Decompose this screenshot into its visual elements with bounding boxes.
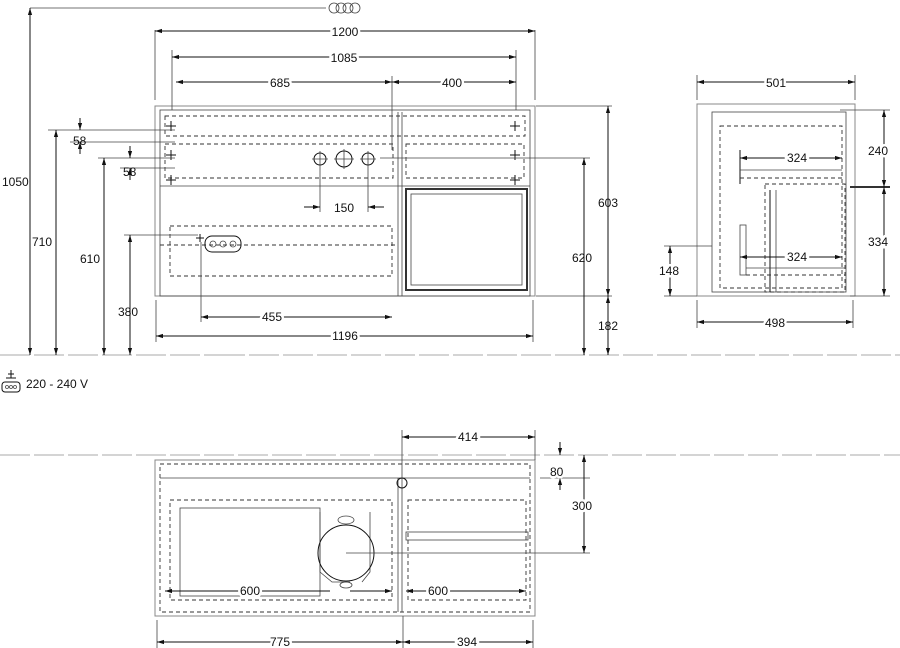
dim-324-bottom: 324 [787,250,807,264]
dim-455: 455 [262,310,282,324]
dim-685: 685 [270,76,290,90]
front-dimensions: 1200 1085 685 400 1050 710 58 610 58 [2,7,618,355]
dim-775: 775 [270,635,290,648]
dim-400: 400 [442,76,462,90]
plan-dimensions: 414 80 300 600 600 775 394 [156,428,595,648]
dim-324-top: 324 [787,151,807,165]
dim-150: 150 [334,201,354,215]
voltage-label: 220 - 240 V [26,377,88,391]
siphon-icon [317,512,375,589]
dim-1050: 1050 [2,175,29,189]
dim-300: 300 [572,499,592,513]
dim-58-top: 58 [73,134,87,148]
plug-icon [1,370,21,393]
dim-414: 414 [458,430,478,444]
front-right-drawer [405,188,528,291]
mounting-point-icon [166,121,520,185]
dim-80: 80 [550,465,564,479]
dim-1085: 1085 [331,51,358,65]
dim-240: 240 [868,144,888,158]
dim-603: 603 [598,196,618,210]
plan-view [154,459,536,617]
side-view [696,103,856,297]
dim-58-bottom: 58 [123,165,137,179]
dim-610: 610 [80,252,100,266]
power-socket-icon [196,234,242,253]
dim-148: 148 [659,264,679,278]
tap-connection-icon [312,149,376,169]
front-left-lower-drawer [169,225,393,277]
dim-600-right: 600 [428,584,448,598]
side-cabinet-outline [696,103,856,297]
dim-1200: 1200 [332,25,359,39]
dim-600-left: 600 [240,584,260,598]
dim-394: 394 [457,635,477,648]
dim-182: 182 [598,319,618,333]
dim-620: 620 [572,251,592,265]
plan-cabinet-outline [154,459,536,617]
dim-1196: 1196 [332,329,358,343]
side-dimensions: 501 240 334 324 324 148 498 [657,74,891,333]
dim-710: 710 [32,235,52,249]
scale-symbol-icon [328,2,361,14]
dim-334: 334 [868,235,888,249]
dim-498: 498 [765,316,785,330]
front-view [154,105,536,297]
dim-501: 501 [766,76,786,90]
dim-380: 380 [118,305,138,319]
